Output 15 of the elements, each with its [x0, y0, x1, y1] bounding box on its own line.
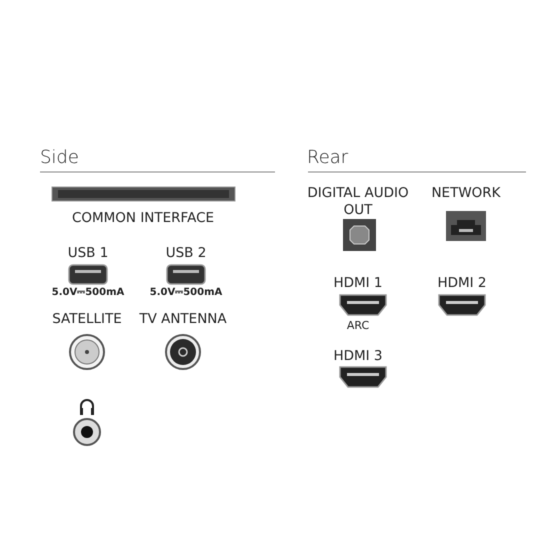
- section-heading: Rear: [307, 147, 350, 168]
- port-label: HDMI 1: [332, 275, 384, 292]
- port-label: SATELLITE: [51, 311, 123, 328]
- port-label: COMMON INTERFACE: [70, 210, 216, 226]
- port-label: USB 2: [164, 245, 208, 262]
- power-rating: 5.0V⎓500mA: [50, 286, 126, 299]
- section-heading: Side: [40, 147, 80, 168]
- port-label: NETWORK: [430, 185, 502, 202]
- port-label: ARC: [346, 319, 370, 333]
- port-label: TV ANTENNA: [138, 311, 228, 328]
- port-label: USB 1: [66, 245, 110, 262]
- port-label: HDMI 2: [436, 275, 488, 292]
- power-rating: 5.0V⎓500mA: [148, 286, 224, 299]
- port-label: DIGITAL AUDIO OUT: [306, 185, 410, 218]
- port-label: HDMI 3: [332, 348, 384, 364]
